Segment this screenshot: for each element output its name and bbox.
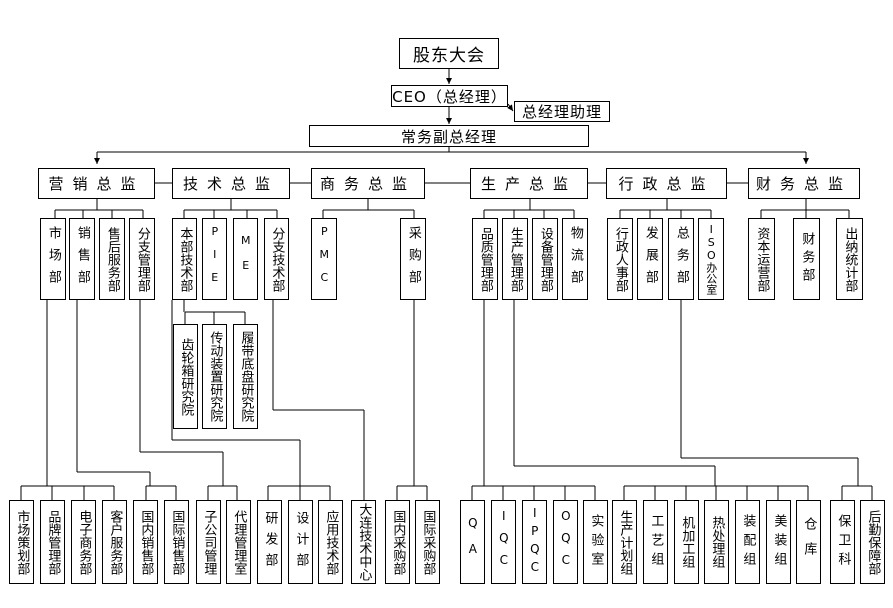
unit-domestic-sales: 国内销售部 (133, 500, 158, 584)
unit-intl-purchase: 国际采购部 (415, 500, 440, 584)
institute-crawler: 履带底盘研究院 (233, 324, 258, 429)
dept-prod-mgmt: 生产管理部 (502, 218, 528, 300)
shareholders-meeting-box: 股东大会 (399, 38, 499, 69)
dept-me: ME (233, 218, 258, 300)
dept-hr: 行政人事部 (607, 218, 633, 300)
unit-security: 保卫科 (830, 500, 855, 584)
executive-vp-box: 常务副总经理 (309, 125, 589, 147)
unit-machining: 机加工组 (674, 500, 699, 584)
unit-intl-sales: 国际销售部 (164, 500, 189, 584)
dept-logistics: 物流部 (562, 218, 588, 300)
dept-sales: 销售部 (69, 218, 95, 300)
business-director-box: 商务总监 (311, 168, 425, 199)
dept-pie: PIE (202, 218, 227, 300)
unit-agent-mgmt: 代理管理室 (226, 500, 251, 584)
dept-quality: 品质管理部 (472, 218, 498, 300)
dept-capital: 资本运营部 (748, 218, 775, 300)
institute-gearbox: 齿轮箱研究院 (173, 324, 198, 429)
dept-general-affairs: 总务部 (668, 218, 694, 300)
dept-branch-tech: 分支技术部 (264, 218, 289, 300)
marketing-director-box: 营销总监 (38, 168, 155, 199)
unit-prod-plan: 生产计划组 (612, 500, 637, 584)
unit-subsidiary-mgmt: 子公司管理 (196, 500, 221, 584)
dept-market: 市场部 (40, 218, 66, 300)
unit-assembly: 装配组 (735, 500, 760, 584)
unit-dalian-center: 大连技术中心 (351, 500, 376, 584)
dept-equipment: 设备管理部 (532, 218, 558, 300)
dept-pmc: PMC (311, 218, 337, 300)
unit-rd: 研发部 (257, 500, 282, 584)
unit-painting: 美装组 (766, 500, 791, 584)
finance-director-box: 财务总监 (748, 168, 860, 199)
unit-design: 设计部 (288, 500, 313, 584)
dept-purchase: 采购部 (400, 218, 426, 300)
ceo-box: CEO（总经理） (391, 85, 508, 107)
gm-assistant-box: 总经理助理 (514, 101, 610, 122)
unit-logistics-support: 后勤保障部 (860, 500, 885, 584)
unit-iqc: IQC (491, 500, 516, 584)
production-director-box: 生产总监 (470, 168, 588, 199)
unit-heat-treat: 热处理组 (704, 500, 729, 584)
unit-brand-mgmt: 品牌管理部 (40, 500, 65, 584)
dept-finance: 财务部 (793, 218, 820, 300)
dept-iso-office: ISO办公室 (698, 218, 724, 300)
unit-warehouse: 仓库 (796, 500, 821, 584)
admin-director-box: 行政总监 (606, 168, 727, 199)
unit-customer-service: 客户服务部 (102, 500, 127, 584)
dept-cashier: 出纳统计部 (836, 218, 863, 300)
unit-qa: QA (460, 500, 485, 584)
dept-hq-tech: 本部技术部 (172, 218, 197, 300)
institute-transmission: 传动装置研究院 (202, 324, 227, 429)
unit-oqc: OQC (553, 500, 578, 584)
unit-ipqc: IPQC (522, 500, 547, 584)
unit-lab: 实验室 (583, 500, 608, 584)
unit-ecommerce: 电子商务部 (71, 500, 96, 584)
unit-process: 工艺组 (643, 500, 668, 584)
technical-director-box: 技术总监 (172, 168, 290, 199)
unit-market-planning: 市场策划部 (9, 500, 34, 584)
unit-domestic-purchase: 国内采购部 (385, 500, 410, 584)
dept-after-sales: 售后服务部 (99, 218, 125, 300)
dept-branch-mgmt: 分支管理部 (129, 218, 155, 300)
dept-development: 发展部 (637, 218, 663, 300)
unit-app-tech: 应用技术部 (318, 500, 343, 584)
